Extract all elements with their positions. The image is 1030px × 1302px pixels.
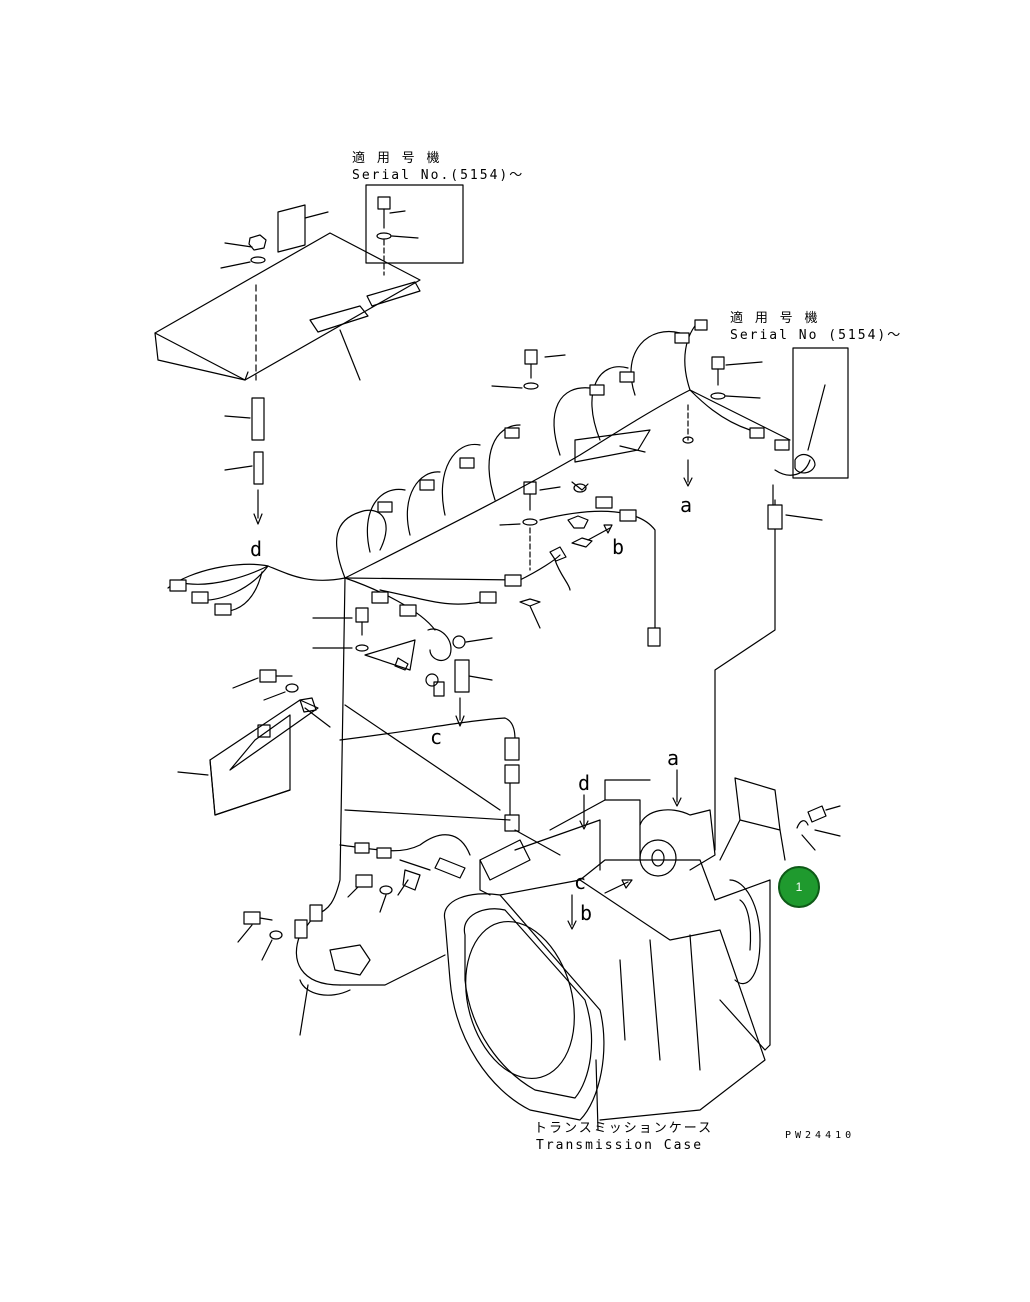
serial-note-top-jp: 適 用 号 機 [352,151,442,166]
harness-connectors [169,319,790,647]
ref-label-b-upper: b [612,535,625,559]
lower-harness [294,577,561,996]
reference-arrows [567,769,682,930]
ref-label-b-lower: b [580,901,593,925]
top-cover-plate [154,204,421,381]
serial-note-right-jp: 適 用 号 機 [730,311,820,326]
caption-en: Transmission Case [536,1138,704,1153]
clamps-and-fasteners [491,349,763,629]
ref-label-d-lower: d [578,771,591,795]
serial-frame-top [365,184,464,264]
nut-washer-left [248,234,267,264]
bottom-left-fasteners [237,869,421,1036]
drawing-code: PW24410 [785,1130,856,1141]
ref-label-c-left: c [430,725,443,749]
ref-label-d-left: d [250,537,263,561]
caption-jp: トランスミッションケース [534,1121,714,1136]
wiring-harness [167,319,811,851]
middle-bolts [312,607,493,727]
ref-label-a-upper: a [680,493,693,517]
part-number-badge[interactable]: 1 [778,866,820,908]
right-sensor [772,384,826,521]
serial-note-top-en: Serial No.(5154)～ [352,168,525,183]
left-bracket [177,669,331,816]
collar-and-stud [224,397,265,525]
ref-label-a-lower: a [667,746,680,770]
bolt-washer-top [376,196,419,276]
ref-label-c-lower: c [574,870,587,894]
serial-note-right-en: Serial No (5154)～ [730,328,903,343]
transmission-case [443,777,841,1131]
serial-frame-right [792,347,849,479]
